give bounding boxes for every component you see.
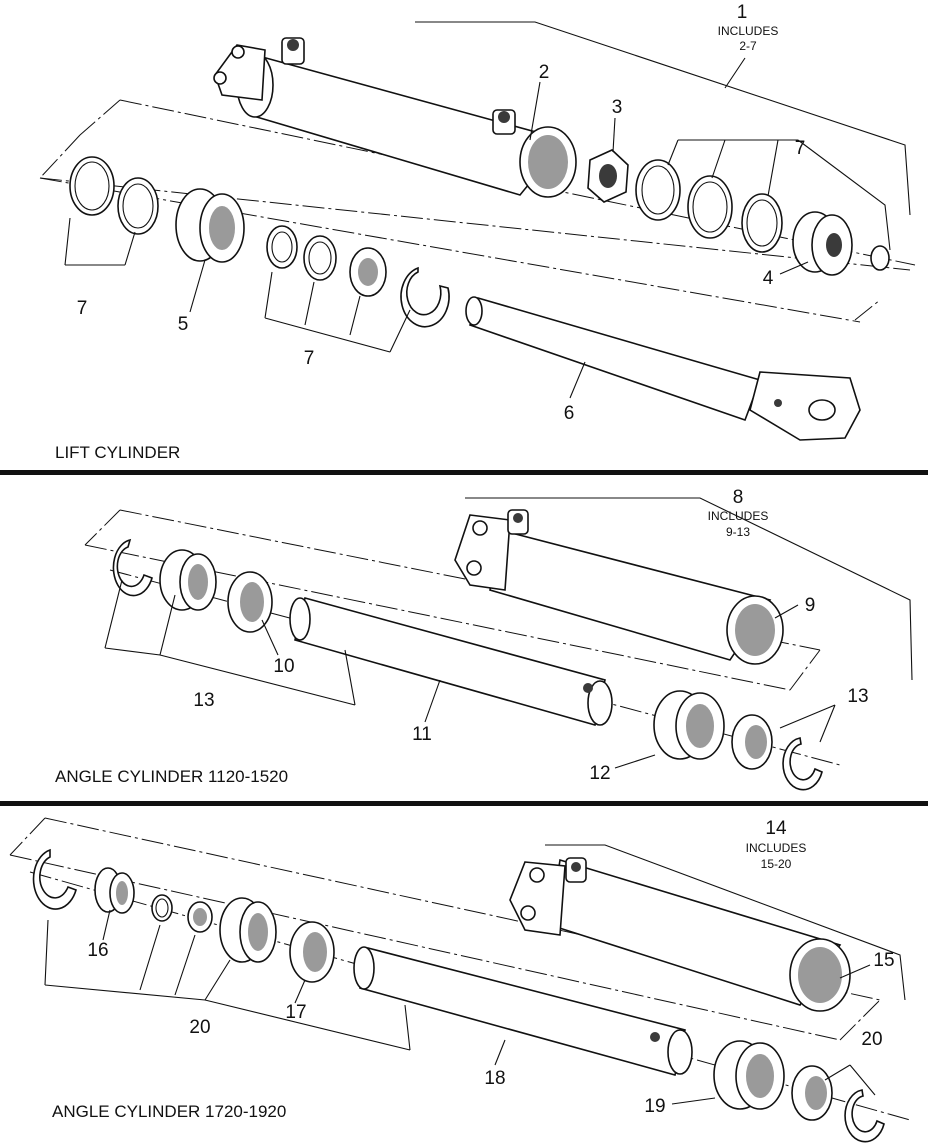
callout-number: 3 xyxy=(612,97,623,118)
callout-number: 18 xyxy=(484,1068,505,1089)
piston-rod xyxy=(465,296,861,441)
callout-number: 10 xyxy=(273,656,294,677)
callout-number: 2 xyxy=(539,62,550,83)
kit-outline xyxy=(39,177,861,323)
callout-number: 13 xyxy=(193,690,214,711)
assembly-bracket xyxy=(415,21,911,216)
callout-leaders xyxy=(104,579,836,769)
cylinder-barrel xyxy=(509,857,851,1012)
cylinder-barrel xyxy=(454,509,784,665)
assembly-number: 1 xyxy=(737,2,748,23)
piston xyxy=(792,211,853,276)
gland xyxy=(713,1040,785,1110)
leader-line xyxy=(724,57,746,89)
callout-number: 13 xyxy=(847,686,868,707)
seal-kit-left xyxy=(32,848,335,983)
callout-leaders xyxy=(44,909,876,1105)
angle-cylinder-1720-section: 14 INCLUDES 15-20 xyxy=(9,817,911,1143)
assembly-includes: INCLUDES xyxy=(746,841,807,855)
assembly-bracket xyxy=(465,497,913,681)
callout-number: 16 xyxy=(87,940,108,961)
callout-number: 9 xyxy=(805,595,816,616)
assembly-number: 14 xyxy=(765,818,787,839)
assembly-number: 8 xyxy=(733,487,744,508)
seal-kit-rings-right xyxy=(635,159,783,253)
callout-number: 6 xyxy=(564,403,575,424)
callout-number: 5 xyxy=(178,314,189,335)
seal-kit-right xyxy=(731,714,823,791)
centerline xyxy=(39,177,911,271)
callout-number: 17 xyxy=(285,1002,306,1023)
assembly-includes: INCLUDES xyxy=(718,24,779,38)
callout-number: 20 xyxy=(189,1017,210,1038)
lift-cylinder-section: 1 INCLUDES 2-7 xyxy=(39,2,916,462)
callout-number: 4 xyxy=(763,268,774,289)
callout-number: 19 xyxy=(644,1096,665,1117)
gland xyxy=(175,188,245,263)
callout-number: 7 xyxy=(795,138,806,159)
seal-kit-rings-left xyxy=(69,156,159,235)
section-title: ANGLE CYLINDER 1120-1520 xyxy=(55,767,288,786)
callout-leaders xyxy=(64,81,891,399)
section-title: LIFT CYLINDER xyxy=(55,443,180,462)
assembly-bracket xyxy=(545,844,906,1001)
hex-nut xyxy=(587,149,629,203)
section-divider xyxy=(0,801,928,806)
callout-number: 12 xyxy=(589,763,610,784)
assembly-range: 2-7 xyxy=(739,39,757,53)
angle-cylinder-1120-section: 8 INCLUDES 9-13 xyxy=(55,487,913,791)
seal-kit-rings-middle xyxy=(266,225,450,328)
gland xyxy=(653,690,725,760)
section-title: ANGLE CYLINDER 1720-1920 xyxy=(52,1102,286,1121)
callout-number: 20 xyxy=(861,1029,882,1050)
piston-rod xyxy=(289,597,613,727)
assembly-range: 15-20 xyxy=(761,857,792,871)
seal-kit-left xyxy=(112,538,273,633)
callout-number: 15 xyxy=(873,950,894,971)
section-divider xyxy=(0,470,928,475)
assembly-range: 9-13 xyxy=(726,525,750,539)
callout-number: 7 xyxy=(77,298,88,319)
cylinder-barrel xyxy=(213,37,577,198)
seal-kit-right xyxy=(791,1065,885,1143)
small-seal xyxy=(870,245,890,271)
piston-rod xyxy=(353,946,693,1076)
callout-number: 11 xyxy=(412,724,432,745)
callout-number: 7 xyxy=(304,348,315,369)
